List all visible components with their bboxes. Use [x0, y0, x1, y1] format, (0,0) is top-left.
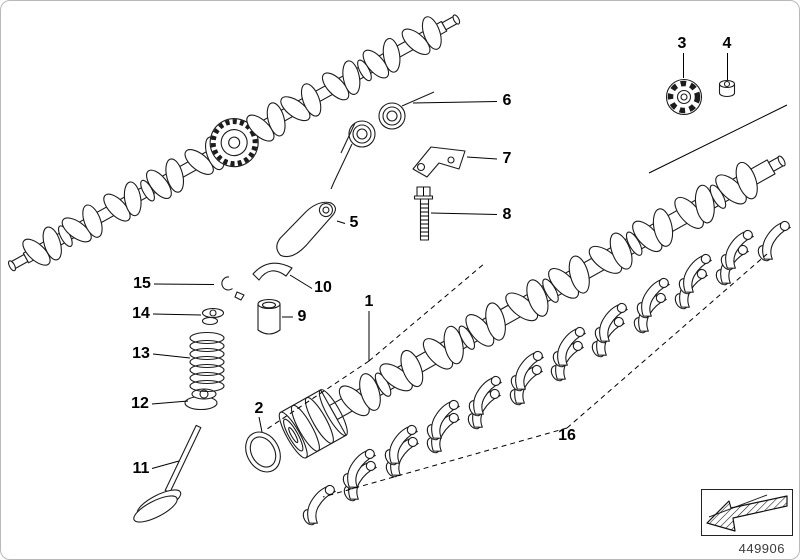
valve-stem-seal — [201, 307, 225, 326]
callout-7[interactable]: 7 — [502, 150, 512, 167]
callout-4[interactable]: 4 — [722, 35, 732, 52]
view-direction-arrow-icon — [701, 489, 793, 536]
thrust-pad — [252, 262, 293, 281]
callout-11[interactable]: 11 — [132, 460, 150, 477]
callout-6[interactable]: 6 — [502, 92, 512, 109]
callout-8[interactable]: 8 — [502, 206, 512, 223]
sensor-gear — [665, 78, 703, 116]
callout-5[interactable]: 5 — [349, 214, 359, 231]
callout-12[interactable]: 12 — [131, 395, 149, 412]
callout-10[interactable]: 10 — [314, 279, 332, 296]
callout-3[interactable]: 3 — [677, 35, 687, 52]
spring-retainer — [184, 388, 218, 411]
retaining-bracket — [412, 146, 466, 178]
rocker-arm-assembly — [295, 219, 799, 529]
valve-spring — [189, 331, 225, 393]
torsion-spring — [330, 91, 435, 190]
callout-15[interactable]: 15 — [133, 275, 151, 292]
camshaft-drive-gear — [209, 118, 259, 168]
view-direction-box — [701, 489, 793, 536]
callout-2[interactable]: 2 — [254, 400, 264, 417]
callout-14[interactable]: 14 — [132, 305, 150, 322]
cam-follower — [276, 201, 336, 258]
valve-tappet — [257, 298, 281, 335]
callout-16[interactable]: 16 — [558, 427, 576, 444]
leader-lines — [151, 53, 728, 469]
sealing-ring — [245, 431, 281, 473]
doc-number: 449906 — [738, 541, 785, 556]
valve-keeper — [221, 276, 245, 301]
grouping-dashed-lines — [266, 253, 768, 498]
reference-line — [648, 104, 788, 174]
callout-13[interactable]: 13 — [132, 345, 150, 362]
callout-9[interactable]: 9 — [297, 308, 307, 325]
valve — [133, 424, 202, 523]
bolt — [413, 186, 434, 241]
callout-1[interactable]: 1 — [364, 293, 374, 310]
camshaft-secondary — [8, 14, 461, 272]
camshaft-main — [278, 155, 786, 459]
screw-plug — [718, 79, 736, 98]
